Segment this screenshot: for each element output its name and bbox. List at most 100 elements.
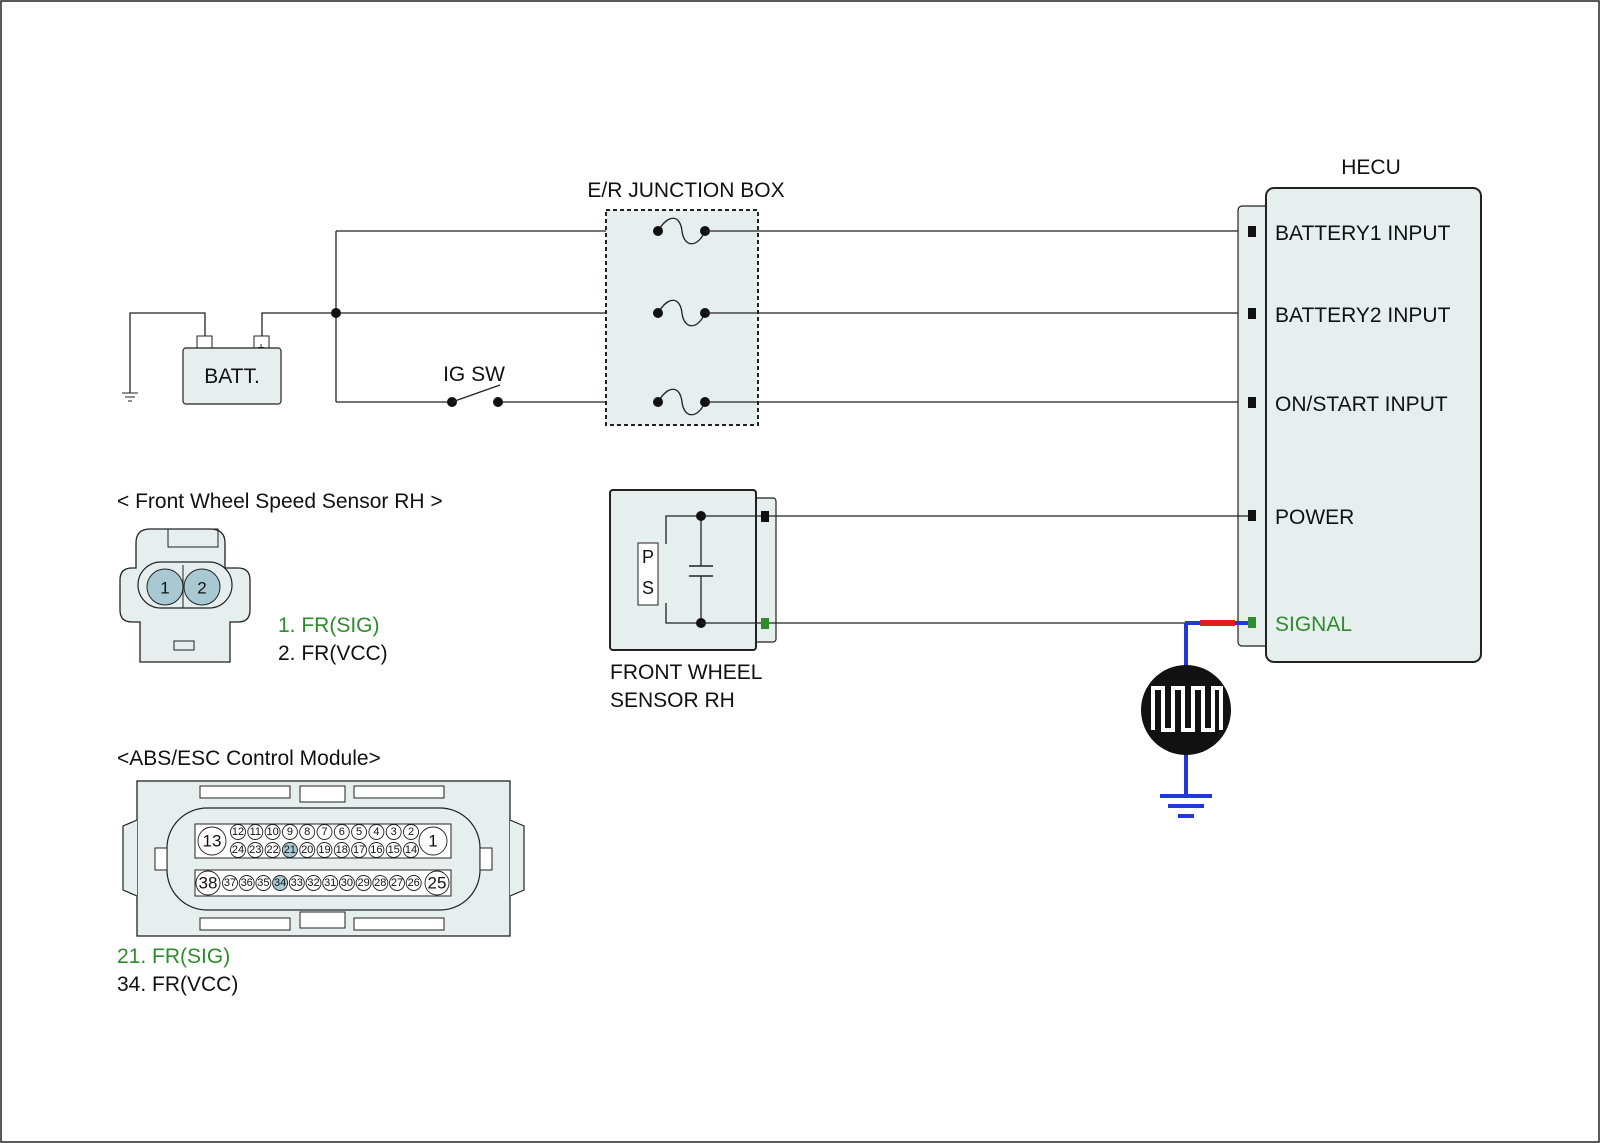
abs-pin-35 — [255, 875, 272, 891]
abs-pin-26 — [405, 875, 422, 891]
abs-pin-13 — [197, 826, 227, 856]
abs-pin-label-31: 31 — [324, 877, 336, 889]
battery: - + BATT. — [122, 312, 336, 405]
abs-pin-label-11: 11 — [250, 826, 261, 838]
abs-pin-label-20: 20 — [301, 844, 313, 856]
abs-pin-label-23: 23 — [249, 844, 261, 856]
ground-icon — [1160, 794, 1212, 818]
abs-pin-23 — [247, 842, 264, 858]
abs-pin-3 — [385, 824, 402, 840]
abs-pin-label-32: 32 — [307, 877, 319, 889]
abs-pin-label-1: 1 — [428, 832, 437, 851]
abs-pin-label-8: 8 — [304, 826, 310, 838]
sensor-element-ps — [637, 542, 659, 606]
abs-pin-24 — [230, 842, 246, 858]
battery-pos-label: + — [257, 340, 265, 355]
abs-pin-1 — [418, 826, 448, 856]
abs-pin-label-30: 30 — [341, 877, 353, 889]
abs-pin-label-38: 38 — [199, 874, 218, 893]
sensor-s-label: S — [642, 578, 654, 598]
abs-pin-17 — [351, 842, 368, 858]
ig-switch: IG SW — [443, 363, 505, 407]
abs-pin-29 — [355, 875, 372, 891]
abs-pin-32 — [305, 875, 322, 891]
sensor-body — [609, 489, 757, 651]
hecu-label-power: POWER — [1275, 506, 1354, 529]
hecu-pin-battery2 — [1248, 308, 1256, 319]
sensor-label-line2: SENSOR RH — [610, 689, 735, 712]
hecu-label-battery1: BATTERY1 INPUT — [1275, 222, 1451, 245]
abs-pin-label-26: 26 — [408, 877, 420, 889]
abs-pin-16 — [368, 842, 385, 858]
hecu-pin-onstart — [1248, 397, 1256, 408]
sensor-pin-2 — [183, 568, 221, 606]
fuse-2 — [653, 299, 710, 327]
hecu-supply-wires — [705, 230, 1248, 403]
abs-pin-27 — [389, 875, 405, 891]
abs-pin-label-3: 3 — [391, 826, 397, 838]
abs-pin-label-17: 17 — [353, 844, 365, 856]
sensor-connector-title: < Front Wheel Speed Sensor RH > — [117, 490, 443, 513]
abs-pin-label-18: 18 — [336, 844, 348, 856]
hecu-pin-power — [1248, 510, 1256, 521]
splice-node — [331, 308, 341, 318]
battery-body — [182, 347, 282, 405]
battery-ground-icon — [122, 392, 138, 402]
abs-pin-label-28: 28 — [374, 877, 386, 889]
abs-pin-label-25: 25 — [428, 874, 447, 893]
abs-pin-2 — [403, 824, 419, 840]
abs-pin-11 — [247, 824, 264, 840]
abs-pin-19 — [316, 842, 333, 858]
hecu-label-onstart: ON/START INPUT — [1275, 393, 1448, 416]
abs-pin-5 — [351, 824, 368, 840]
hecu-pin-battery1 — [1248, 226, 1256, 237]
abs-pin-label-29: 29 — [357, 877, 369, 889]
abs-pin-label-35: 35 — [257, 877, 269, 889]
oscilloscope-probe — [1141, 620, 1248, 818]
abs-pin-36 — [238, 875, 255, 891]
abs-pin-label-24: 24 — [232, 844, 244, 856]
abs-pin-label-16: 16 — [370, 844, 382, 856]
abs-pin-label-36: 36 — [241, 877, 253, 889]
abs-pin-38 — [195, 870, 221, 896]
abs-pin-label-9: 9 — [287, 826, 293, 838]
sensor-pin-1-label: 1 — [160, 579, 169, 598]
abs-pin-desc-2: 34. FR(VCC) — [117, 973, 238, 996]
sensor-connector-view: < Front Wheel Speed Sensor RH > 1 2 1. F… — [117, 490, 443, 665]
abs-pin-34 — [272, 875, 289, 891]
abs-pin-28 — [372, 875, 389, 891]
abs-pin-25 — [424, 870, 450, 896]
abs-pin-12 — [230, 824, 246, 840]
abs-pin-label-7: 7 — [321, 826, 327, 838]
junction-box-title: E/R JUNCTION BOX — [587, 179, 784, 202]
abs-pin-9 — [281, 824, 298, 840]
abs-pin-desc-1: 21. FR(SIG) — [117, 945, 230, 968]
abs-pin-37 — [222, 875, 238, 891]
sensor-pin-2-label: 2 — [197, 579, 206, 598]
abs-pin-label-5: 5 — [356, 826, 362, 838]
abs-pin-label-6: 6 — [339, 826, 345, 838]
abs-pin-4 — [368, 824, 385, 840]
feed-wires — [331, 230, 658, 403]
abs-pin-label-12: 12 — [232, 826, 244, 838]
abs-pin-18 — [333, 842, 350, 858]
fuse-1 — [653, 217, 710, 245]
abs-module-title: <ABS/ESC Control Module> — [117, 747, 381, 770]
sensor-pin-desc-1: 1. FR(SIG) — [278, 614, 380, 637]
abs-pin-21 — [281, 842, 298, 858]
sensor-pin-desc-2: 2. FR(VCC) — [278, 642, 388, 665]
abs-pin-8 — [299, 824, 316, 840]
abs-pin-label-10: 10 — [266, 826, 278, 838]
hecu-body — [1265, 187, 1482, 663]
hecu-pin-signal — [1248, 617, 1256, 628]
abs-pin-7 — [316, 824, 333, 840]
abs-pin-33 — [288, 875, 305, 891]
abs-pin-30 — [338, 875, 355, 891]
hecu-label-signal: SIGNAL — [1275, 613, 1352, 636]
abs-pin-14 — [403, 842, 419, 858]
ig-switch-label: IG SW — [443, 363, 505, 386]
front-wheel-sensor: P S FRONT WHEEL SENSOR RH — [609, 489, 777, 712]
